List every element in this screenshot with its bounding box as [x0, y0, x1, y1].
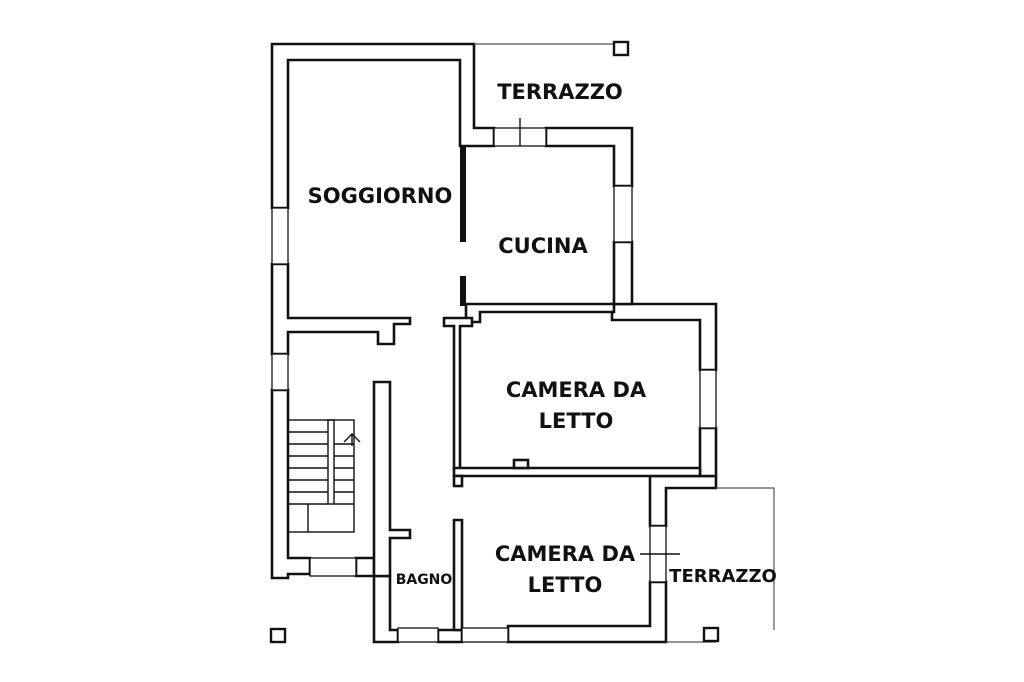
staircase	[287, 419, 361, 533]
wall-corridor-corner	[442, 316, 474, 472]
wall-left-lower	[270, 388, 312, 580]
wall-left-upper	[270, 262, 412, 356]
label-bedroom2-line1: CAMERA DA	[495, 542, 636, 566]
wall-bottom	[372, 574, 400, 644]
label-living: SOGGIORNO	[308, 184, 453, 208]
stair-treads	[288, 431, 354, 532]
windows	[271, 118, 717, 643]
wall-corridor-left	[372, 380, 412, 578]
window-living-left	[271, 207, 289, 265]
window-stair-bottom	[309, 557, 357, 577]
stair-core	[327, 419, 335, 505]
wall-bottom-bath	[436, 628, 464, 644]
window-bath-bottom	[397, 627, 439, 643]
wall-bedroom1-bottom	[452, 466, 702, 478]
wall-bedroom1-right-lower	[698, 426, 718, 478]
wall-living-kitchen-upper	[460, 146, 466, 242]
marker-top-right	[612, 40, 630, 57]
wall-kitchen-right-lower	[612, 240, 634, 306]
wall-bath-bedroom2	[452, 518, 464, 632]
label-bedroom1-line2: LETTO	[539, 409, 614, 433]
marker-bottom-left	[269, 627, 287, 644]
wall-kitchen-bottom	[464, 302, 616, 324]
label-bathroom: BAGNO	[396, 572, 453, 588]
wall-bedroom2-right	[648, 474, 718, 528]
wall-living-kitchen-lower	[460, 276, 466, 306]
marker-bottom-right	[702, 626, 720, 643]
wall-stair-bottom	[354, 556, 376, 578]
window-kitchen-right	[613, 185, 633, 243]
corner-markers	[269, 40, 720, 644]
stair-well	[287, 419, 355, 533]
window-stair-left	[271, 353, 289, 391]
wall-kitchen-right	[544, 126, 634, 188]
door-stop-bedroom1	[512, 458, 530, 470]
window-bedroom2-bottom	[461, 627, 509, 643]
room-labels: TERRAZZO SOGGIORNO CUCINA CAMERA DA LETT…	[308, 80, 777, 597]
label-terrace-top: TERRAZZO	[497, 80, 623, 104]
stair-arrow-icon	[343, 433, 361, 446]
label-bedroom1-line1: CAMERA DA	[506, 378, 647, 402]
interior-walls	[372, 146, 702, 632]
label-bedroom2-line2: LETTO	[528, 573, 603, 597]
wall-bedroom2-top	[452, 474, 464, 488]
terrace-right-outline	[666, 487, 775, 643]
window-bedroom1-right	[699, 369, 717, 429]
label-kitchen: CUCINA	[498, 234, 588, 258]
wall-bedroom1-right	[610, 302, 718, 372]
label-terrace-right: TERRAZZO	[669, 566, 777, 587]
